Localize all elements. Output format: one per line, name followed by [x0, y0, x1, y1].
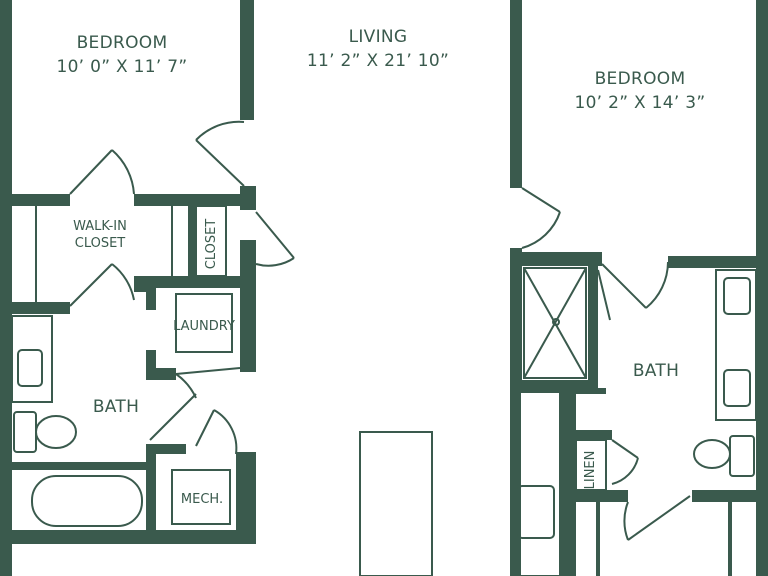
wall-linen-top: [560, 430, 612, 440]
wall-closet-right: [240, 240, 256, 280]
vanity-bath1: [11, 315, 53, 403]
mech-box: [171, 469, 231, 525]
wall-laundry-top: [146, 276, 256, 288]
living-name: LIVING: [349, 27, 408, 47]
wall-laundry-right: [240, 276, 256, 372]
wall-bath1-right: [146, 444, 156, 544]
bedroom2-dims: 10’ 2” X 14’ 3”: [574, 93, 705, 113]
wall-bedroom2-left-lower: [510, 248, 522, 388]
door-bath2-lower-swing: [623, 501, 629, 541]
toilet-bath1-tank: [13, 411, 37, 453]
door-linen-leaf: [611, 439, 639, 459]
door-bath2-swing: [645, 261, 669, 309]
closet-label: CLOSET: [204, 219, 219, 270]
wall-mech-right: [236, 452, 256, 544]
door-bath2-lower-leaf: [627, 495, 691, 541]
door-walkin-swing: [111, 149, 135, 195]
wall-bath2-bottom: [692, 490, 768, 502]
wall-linen-bottom: [560, 490, 628, 502]
sink-bath2-lower: [723, 369, 751, 407]
wall-tub-top: [12, 462, 146, 470]
wall-kitchen-left: [510, 388, 520, 576]
door-bedroom1-swing: [195, 120, 245, 141]
wall-left-outer: [0, 0, 12, 576]
wall-bedroom2-bottom-left: [510, 252, 602, 266]
door-bedroom1-leaf: [195, 139, 245, 187]
bath2-label: BATH: [633, 361, 679, 381]
bath1-label: BATH: [93, 397, 139, 417]
wall-mech-top: [146, 444, 186, 454]
wall-bath2-inner: [576, 388, 606, 394]
washer-dryer: [175, 293, 233, 353]
wall-bedroom1-bottom-right: [134, 194, 256, 206]
wall-linen-left: [560, 388, 576, 576]
door-bath1-leaf: [149, 393, 197, 441]
sink-kitchen: [517, 485, 555, 539]
walkin-closet-line2: CLOSET: [75, 236, 126, 251]
sink-bath2-upper: [723, 277, 751, 315]
wall-shower-right: [588, 262, 598, 386]
wall-laundry-left: [146, 276, 156, 310]
door-bath2-leaf: [601, 263, 647, 309]
mech-label: MECH.: [181, 492, 223, 507]
door-linen-swing: [611, 457, 639, 485]
door-laundry-swing: [175, 373, 197, 399]
doors: [69, 120, 691, 541]
linen-label: LINEN: [583, 451, 598, 490]
sink-bath1: [17, 349, 43, 387]
island: [359, 431, 433, 576]
kitchen-counter: [519, 391, 561, 576]
laundry-label: LAUNDRY: [173, 319, 235, 334]
door-walkin-bath-leaf: [69, 263, 113, 307]
shower-drain: [552, 318, 560, 326]
door-walkin-leaf: [69, 149, 113, 195]
tub: [31, 475, 143, 527]
wall-bedroom2-left: [510, 0, 522, 188]
wall-lower-right-divider: [728, 500, 732, 576]
door-walkin-bath-swing: [111, 263, 135, 301]
toilet-bath2-bowl: [693, 439, 731, 469]
wall-closet-post: [240, 186, 256, 210]
walkin-closet-line1: WALK-IN: [73, 219, 127, 234]
wall-bedroom2-right: [756, 0, 768, 576]
shower-door-leaf: [597, 269, 611, 321]
door-laundry-leaf: [175, 367, 241, 375]
toilet-bath2-tank: [729, 435, 755, 477]
bedroom2-name: BEDROOM: [595, 69, 686, 89]
wall-bedroom1-bottom-left: [0, 194, 70, 206]
casework: [11, 206, 757, 576]
living-dims: 11’ 2” X 21’ 10”: [307, 51, 449, 71]
fixtures: [13, 267, 755, 539]
shower-pan: [523, 267, 587, 379]
wall-closet-divider: [188, 206, 196, 278]
labels: BEDROOM 10’ 0” X 11’ 7” LIVING 11’ 2” X …: [56, 27, 705, 507]
wall-bath1-bottom: [0, 530, 256, 544]
wall-laundry-left-lower: [146, 350, 156, 380]
door-bedroom2-leaf: [521, 187, 561, 213]
closet-box: [195, 205, 227, 277]
door-closet-leaf: [255, 211, 295, 259]
wall-walkin-bottom-left: [0, 302, 70, 314]
wall-bedroom2-bottom-right: [668, 256, 768, 268]
vanity-bath2: [715, 269, 757, 421]
wall-bedroom1-right: [240, 0, 254, 120]
bedroom1-dims: 10’ 0” X 11’ 7”: [56, 57, 187, 77]
bedroom1-name: BEDROOM: [77, 33, 168, 53]
door-mech-swing: [213, 409, 238, 455]
door-mech-leaf: [195, 409, 215, 447]
wall-lower-right-left: [596, 500, 600, 576]
linen-box: [575, 439, 607, 491]
door-closet-swing: [255, 257, 295, 267]
shower-x2: [523, 267, 587, 379]
door-bedroom2-swing: [521, 211, 561, 249]
toilet-bath1-bowl: [35, 415, 77, 449]
